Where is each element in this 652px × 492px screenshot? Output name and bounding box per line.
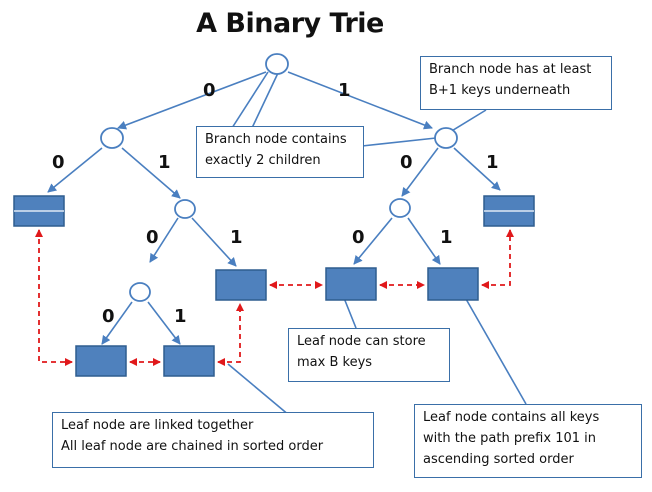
edge-label-a-left: 0 xyxy=(52,152,65,173)
callout-branch-children-line-1: Branch node contains xyxy=(205,132,347,147)
diagram-title: A Binary Trie xyxy=(196,8,384,39)
pointer-leaf-store xyxy=(343,297,357,329)
callout-leaf-store-line-2: max B keys xyxy=(297,355,373,370)
callout-leaf-prefix-line-1: Leaf node contains all keys xyxy=(423,410,600,425)
edge-root-to-b xyxy=(287,71,433,130)
link-leaf6-leaf7 xyxy=(481,229,514,289)
edge-c-to-leaf4 xyxy=(191,217,237,267)
edge-label-e-left: 0 xyxy=(352,227,365,248)
edge-root-to-a xyxy=(117,71,267,130)
callout-leaf-linked-line-1: Leaf node are linked together xyxy=(61,418,254,433)
callout-leaf-store-line-1: Leaf node can store xyxy=(297,334,426,349)
pointer-branch-children-root xyxy=(231,71,269,129)
edge-b-to-e xyxy=(401,147,439,197)
callout-branch-children: Branch node contains exactly 2 children xyxy=(196,126,364,178)
callout-branch-children-line-2: exactly 2 children xyxy=(205,153,321,168)
leaf-node-3 xyxy=(163,345,215,377)
edge-label-b-left: 0 xyxy=(400,152,413,173)
edge-label-e-right: 1 xyxy=(440,227,453,248)
pointer-branch-children-root-2 xyxy=(251,72,279,129)
callout-branch-keys-line-1: Branch node has at least xyxy=(429,62,592,77)
edge-b-to-leaf7 xyxy=(453,147,501,191)
branch-node-a xyxy=(100,127,124,149)
edge-e-to-leaf5 xyxy=(353,217,393,265)
edge-d-to-leaf2 xyxy=(101,301,133,345)
callout-branch-keys: Branch node has at least B+1 keys undern… xyxy=(420,56,612,110)
edge-label-a-right: 1 xyxy=(158,152,171,173)
branch-node-d xyxy=(129,282,151,302)
leaf-node-6 xyxy=(427,267,479,301)
edge-label-root-left: 0 xyxy=(203,80,216,101)
edge-a-to-leaf1 xyxy=(47,147,103,193)
callout-leaf-store: Leaf node can store max B keys xyxy=(288,328,450,382)
edge-a-to-c xyxy=(121,147,181,199)
edge-d-to-leaf3 xyxy=(147,301,181,345)
callout-leaf-prefix: Leaf node contains all keys with the pat… xyxy=(414,404,642,478)
callout-leaf-linked: Leaf node are linked together All leaf n… xyxy=(52,412,374,468)
leaf-node-2 xyxy=(75,345,127,377)
branch-node-b xyxy=(434,127,458,149)
edge-label-b-right: 1 xyxy=(486,152,499,173)
callout-branch-keys-line-2: B+1 keys underneath xyxy=(429,83,571,98)
pointer-branch-keys xyxy=(449,109,487,133)
edge-label-d-left: 0 xyxy=(102,306,115,327)
callout-leaf-linked-line-2: All leaf node are chained in sorted orde… xyxy=(61,439,324,454)
link-leaf3-leaf4 xyxy=(217,303,244,366)
leaf-node-4 xyxy=(215,269,267,301)
pointer-leaf-prefix xyxy=(461,291,527,405)
link-leaf1-leaf2 xyxy=(35,229,73,366)
edge-label-d-right: 1 xyxy=(174,306,187,327)
branch-node-c xyxy=(174,199,196,219)
edge-e-to-leaf6 xyxy=(407,217,441,265)
callout-leaf-prefix-line-3: ascending sorted order xyxy=(423,452,574,467)
edge-c-to-d xyxy=(149,217,179,263)
leaf-node-5 xyxy=(325,267,377,301)
edge-label-c-right: 1 xyxy=(230,227,243,248)
edge-label-root-right: 1 xyxy=(338,80,351,101)
edge-label-c-left: 0 xyxy=(146,227,159,248)
branch-node-e xyxy=(389,198,411,218)
branch-node-root xyxy=(265,53,289,75)
pointer-branch-children-b xyxy=(361,137,437,147)
callout-leaf-prefix-line-2: with the path prefix 101 in xyxy=(423,431,596,446)
